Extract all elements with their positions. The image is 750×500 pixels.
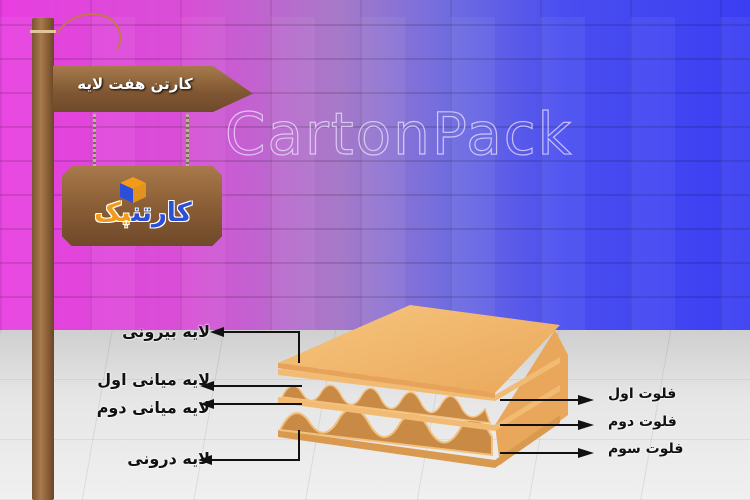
connector-inner-h	[210, 459, 300, 461]
label-middle-layer-1: لایه میانی اول	[97, 370, 210, 389]
chain-left	[93, 114, 96, 169]
connector-middle1	[212, 385, 302, 387]
arrow-right-icon	[578, 448, 594, 458]
connector-flute3	[500, 452, 580, 454]
connector-outer-v	[298, 331, 300, 363]
arrow-right-icon	[578, 395, 594, 405]
label-flute-1: فلوت اول	[608, 386, 677, 402]
arrow-left-icon	[200, 399, 214, 409]
arrow-right-icon	[578, 420, 594, 430]
label-flute-3: فلوت سوم	[608, 441, 684, 457]
hanging-logo-sign	[62, 166, 222, 246]
arrow-left-icon	[200, 381, 214, 391]
label-flute-2: فلوت دوم	[608, 414, 677, 430]
connector-flute1	[500, 399, 580, 401]
label-middle-layer-2: لایه میانی دوم	[96, 398, 210, 417]
post-band	[30, 30, 56, 33]
wooden-signpost	[32, 18, 54, 500]
cartonpack-watermark: CartonPack	[224, 99, 574, 168]
connector-outer-h	[220, 331, 300, 333]
arrow-left-icon	[198, 455, 212, 465]
arrow-sign-title: کارتن هفت لایه	[77, 75, 193, 93]
arrow-left-icon	[210, 327, 224, 337]
cartonpack-logo-text: کارتنپک	[88, 198, 198, 228]
connector-flute2	[500, 424, 580, 426]
connector-middle2	[212, 403, 302, 405]
box-logo-icon	[120, 177, 146, 203]
logo-text-accent: پک	[94, 198, 132, 228]
arrow-sign	[53, 66, 253, 112]
connector-inner-v	[298, 430, 300, 461]
label-outer-layer: لایه بیرونی	[122, 322, 210, 341]
logo-text-main: کارتن	[131, 198, 192, 228]
corrugated-cardboard-illustration	[278, 305, 568, 468]
label-inner-layer: لایه درونی	[127, 449, 210, 468]
chain-right	[186, 114, 189, 169]
